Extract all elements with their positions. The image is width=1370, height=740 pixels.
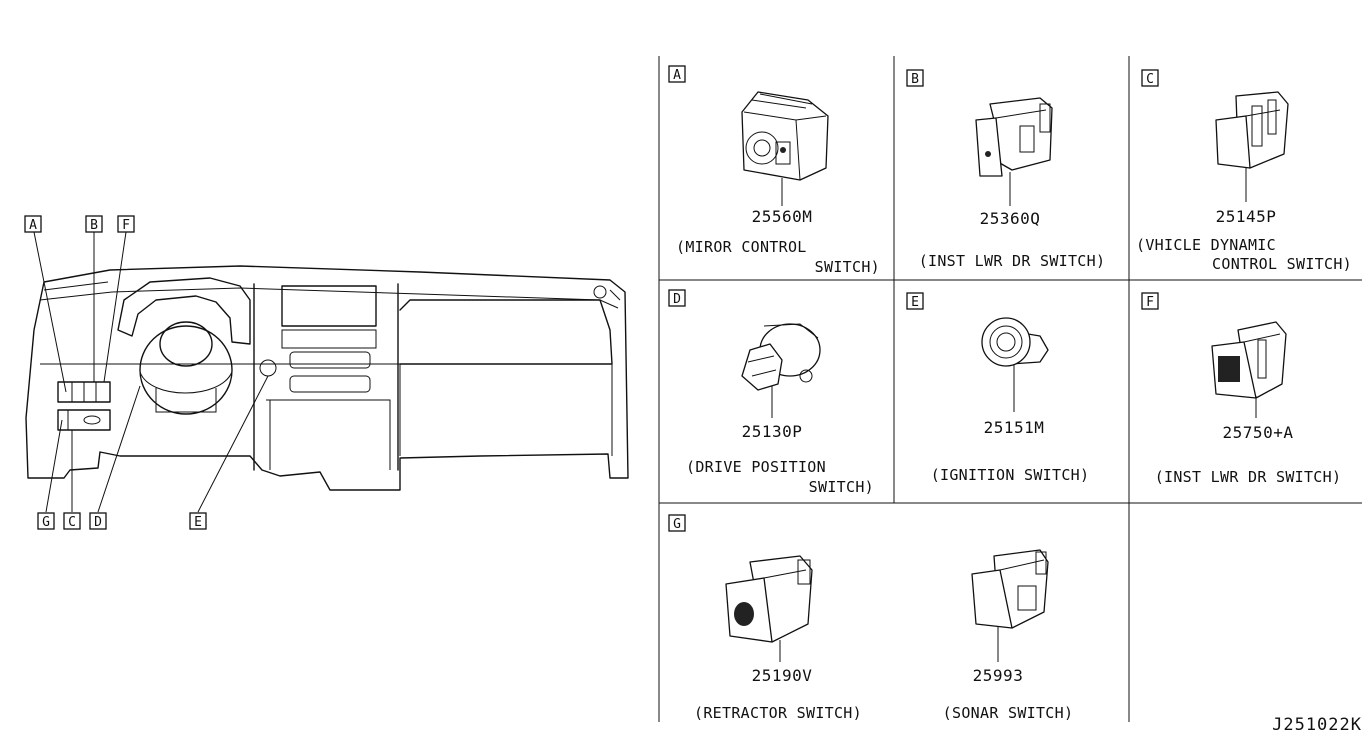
drive-position-switch-illustration — [741, 323, 821, 391]
mirror-control-switch-illustration — [741, 91, 829, 181]
cell-c-letter: C — [1146, 72, 1154, 87]
cell-g-letter: G — [673, 517, 681, 532]
cell-f: F 25750+A (INST LWR DR SWITCH) — [1141, 292, 1342, 486]
cell-f-part-number: 25750+A — [1223, 423, 1294, 442]
svg-text:F: F — [122, 218, 130, 233]
cell-a: A 25560M (MIROR CONTROL SWITCH) — [668, 65, 880, 276]
cell-b-desc-line1: (INST LWR DR SWITCH) — [919, 252, 1106, 270]
svg-text:A: A — [29, 218, 37, 233]
cell-d: D 25130P (DRIVE POSITION SWITCH) — [668, 289, 874, 496]
callout-a: A — [24, 215, 42, 233]
cell-a-desc-line2: SWITCH) — [815, 258, 880, 276]
cell-a-desc-line1: (MIROR CONTROL — [676, 238, 807, 256]
svg-text:B: B — [90, 218, 98, 233]
cell-d-desc-line1: (DRIVE POSITION — [686, 458, 826, 476]
parts-grid-lines — [658, 56, 1362, 722]
dashboard-illustration — [25, 231, 629, 513]
cell-c-desc-line2: CONTROL SWITCH) — [1212, 255, 1352, 273]
callout-d: D — [89, 512, 107, 530]
cell-g-retractor-part-number: 25190V — [752, 666, 813, 685]
svg-text:G: G — [42, 515, 50, 530]
cell-e-letter: E — [911, 295, 919, 310]
cell-g: G 25190V (RETRACTOR SWITCH) 25993 (SONAR… — [668, 514, 1074, 722]
ignition-switch-illustration — [981, 317, 1049, 367]
cell-e-part-number: 25151M — [984, 418, 1045, 437]
cell-a-letter: A — [673, 68, 681, 83]
cell-g-sonar-desc: (SONAR SWITCH) — [943, 704, 1074, 722]
cell-e: E 25151M (IGNITION SWITCH) — [906, 292, 1090, 484]
cell-c: C 25145P (VHICLE DYNAMIC CONTROL SWITCH) — [1136, 69, 1352, 273]
callout-f: F — [117, 215, 135, 233]
cell-e-desc-line1: (IGNITION SWITCH) — [931, 466, 1090, 484]
inst-lwr-dr-switch-b-illustration — [975, 97, 1053, 177]
svg-text:D: D — [94, 515, 102, 530]
cell-f-desc-line1: (INST LWR DR SWITCH) — [1155, 468, 1342, 486]
diagram-code: J251022K — [1272, 715, 1362, 735]
cell-d-part-number: 25130P — [742, 422, 803, 441]
inst-lwr-dr-switch-f-illustration — [1211, 321, 1287, 399]
retractor-switch-illustration — [725, 555, 813, 643]
callout-b: B — [85, 215, 103, 233]
cell-f-letter: F — [1146, 295, 1154, 310]
svg-text:E: E — [194, 515, 202, 530]
sonar-switch-illustration — [971, 549, 1049, 629]
cell-b-part-number: 25360Q — [980, 209, 1041, 228]
cell-b: B 25360Q (INST LWR DR SWITCH) — [906, 69, 1106, 270]
cell-g-sonar-part-number: 25993 — [973, 666, 1024, 685]
callout-g: G — [37, 512, 55, 530]
cell-c-desc-line1: (VHICLE DYNAMIC — [1136, 236, 1276, 254]
callout-c: C — [63, 512, 81, 530]
cell-b-letter: B — [911, 72, 919, 87]
vehicle-dynamic-control-switch-illustration — [1215, 91, 1289, 169]
svg-text:C: C — [68, 515, 76, 530]
cell-g-retractor-desc: (RETRACTOR SWITCH) — [694, 704, 862, 722]
callout-e: E — [189, 512, 207, 530]
cell-d-letter: D — [673, 292, 681, 307]
cell-c-part-number: 25145P — [1216, 207, 1277, 226]
cell-a-part-number: 25560M — [752, 207, 813, 226]
cell-d-desc-line2: SWITCH) — [809, 478, 874, 496]
